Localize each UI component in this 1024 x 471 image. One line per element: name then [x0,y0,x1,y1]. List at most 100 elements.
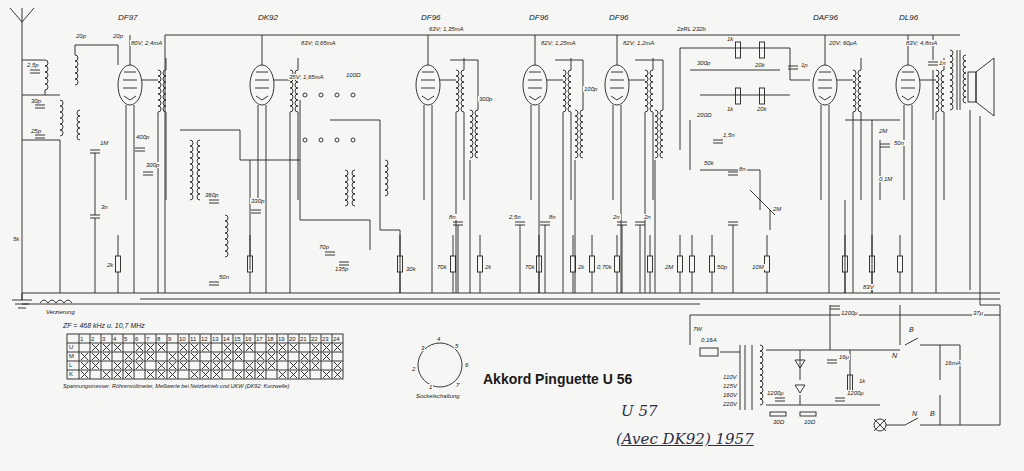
table-cross [279,344,286,351]
table-cell: 13 [212,336,219,342]
schematic-label: 400p [135,134,150,140]
capacitor-symbol [788,69,798,70]
coil-symbol [475,110,478,158]
coil-symbol [580,110,583,158]
tube-electrode [818,72,832,100]
schematic-label: 50n [218,274,230,280]
table-cross [268,362,275,369]
table-cross [125,353,132,360]
schematic-label: U 57 [620,404,659,419]
schematic-label: 3 [420,345,425,351]
coil-symbol [650,70,653,112]
speaker-symbol [968,72,976,102]
schematic-label: 50p [716,264,728,270]
coil-symbol [163,70,166,112]
tube-symbol [250,65,274,105]
tube-symbol [416,65,440,105]
table-cell: 20 [289,336,296,342]
table-cross [191,371,198,378]
schematic-label: 2 [411,366,416,372]
schematic-label: (Avec DK92) 1957 [615,432,755,447]
coil-symbol [963,55,966,103]
speaker-symbol [976,58,994,116]
capacitor-symbol [788,66,798,67]
wire [733,225,734,293]
resistor-symbol [760,42,765,58]
table-cross [81,353,88,360]
socket-diagram [418,343,462,387]
schematic-label: 25p [30,128,42,134]
wire [635,60,663,293]
coil-symbol [950,50,953,110]
wire [904,35,912,293]
wire [629,58,653,293]
table-cross [180,353,187,360]
schematic-label: 2n [643,214,652,220]
capacitor-symbol [325,252,335,253]
table-grid [266,334,267,379]
schematic-label: 8n [738,166,747,172]
table-cell: 23 [322,336,329,342]
wire [165,35,166,293]
table-cell: 8 [157,336,160,342]
coil-symbol [853,70,856,112]
resistor-symbol [848,375,853,391]
table-cross [147,353,154,360]
schematic-label: 70k [524,264,536,270]
switch-contact [335,138,339,142]
schematic-label: 100Ω [345,72,362,78]
schematic-label: 200Ω [696,112,713,118]
schematic-label: ZF = 468 kHz u. 10,7 MHz [62,322,146,329]
table-grid [189,334,190,379]
lamp-symbol [874,419,886,431]
schematic-label: 10Ω [803,419,816,425]
table-grid [67,352,343,353]
table-cross [169,371,176,378]
capacitor-symbol [143,172,153,173]
tube-electrode [421,72,435,100]
schematic-label: B [908,326,915,333]
schematic-label: 1200μ [766,390,785,396]
capacitor-symbol [453,222,463,223]
tube-electrode [610,72,624,100]
schematic-label: 7W [692,326,703,332]
table-cross [279,353,286,360]
table-grid [67,361,343,362]
capacitor-symbol [635,222,645,223]
table-cross [81,371,88,378]
table-grid [67,370,343,371]
schematic-label: 20p [112,33,124,39]
table-cell: 5 [124,336,127,342]
table-cross [334,344,341,351]
table-grid [145,334,146,379]
table-cell: 17 [256,336,263,342]
capacitor-symbol [209,282,219,283]
table-cross [92,353,99,360]
capacitor-symbol [35,105,45,106]
table-cross [202,371,209,378]
wire [274,58,298,293]
table-cross [268,344,275,351]
schematic-label: 2M [878,128,888,134]
table-cross [235,371,242,378]
schematic-label: 2,5n [508,214,522,220]
schematic-label: 300p [696,60,711,66]
table-cross [235,344,242,351]
schematic-label: B [929,410,936,417]
wire [453,235,454,293]
schematic-label: 1n [938,60,947,66]
table-grid [178,334,179,379]
coil-symbol [456,70,459,112]
wire [690,315,1000,410]
wire [680,235,681,293]
coil-symbol [45,60,48,90]
table-cell: 11 [190,336,196,342]
table-cross [235,353,242,360]
table-cell: 15 [234,336,241,342]
schematic-label: 50k [703,160,715,166]
table-cross [114,362,121,369]
resistor-symbol [678,256,683,272]
wire [22,45,118,140]
table-grid [200,334,201,379]
schematic-label: 330p [250,198,265,204]
